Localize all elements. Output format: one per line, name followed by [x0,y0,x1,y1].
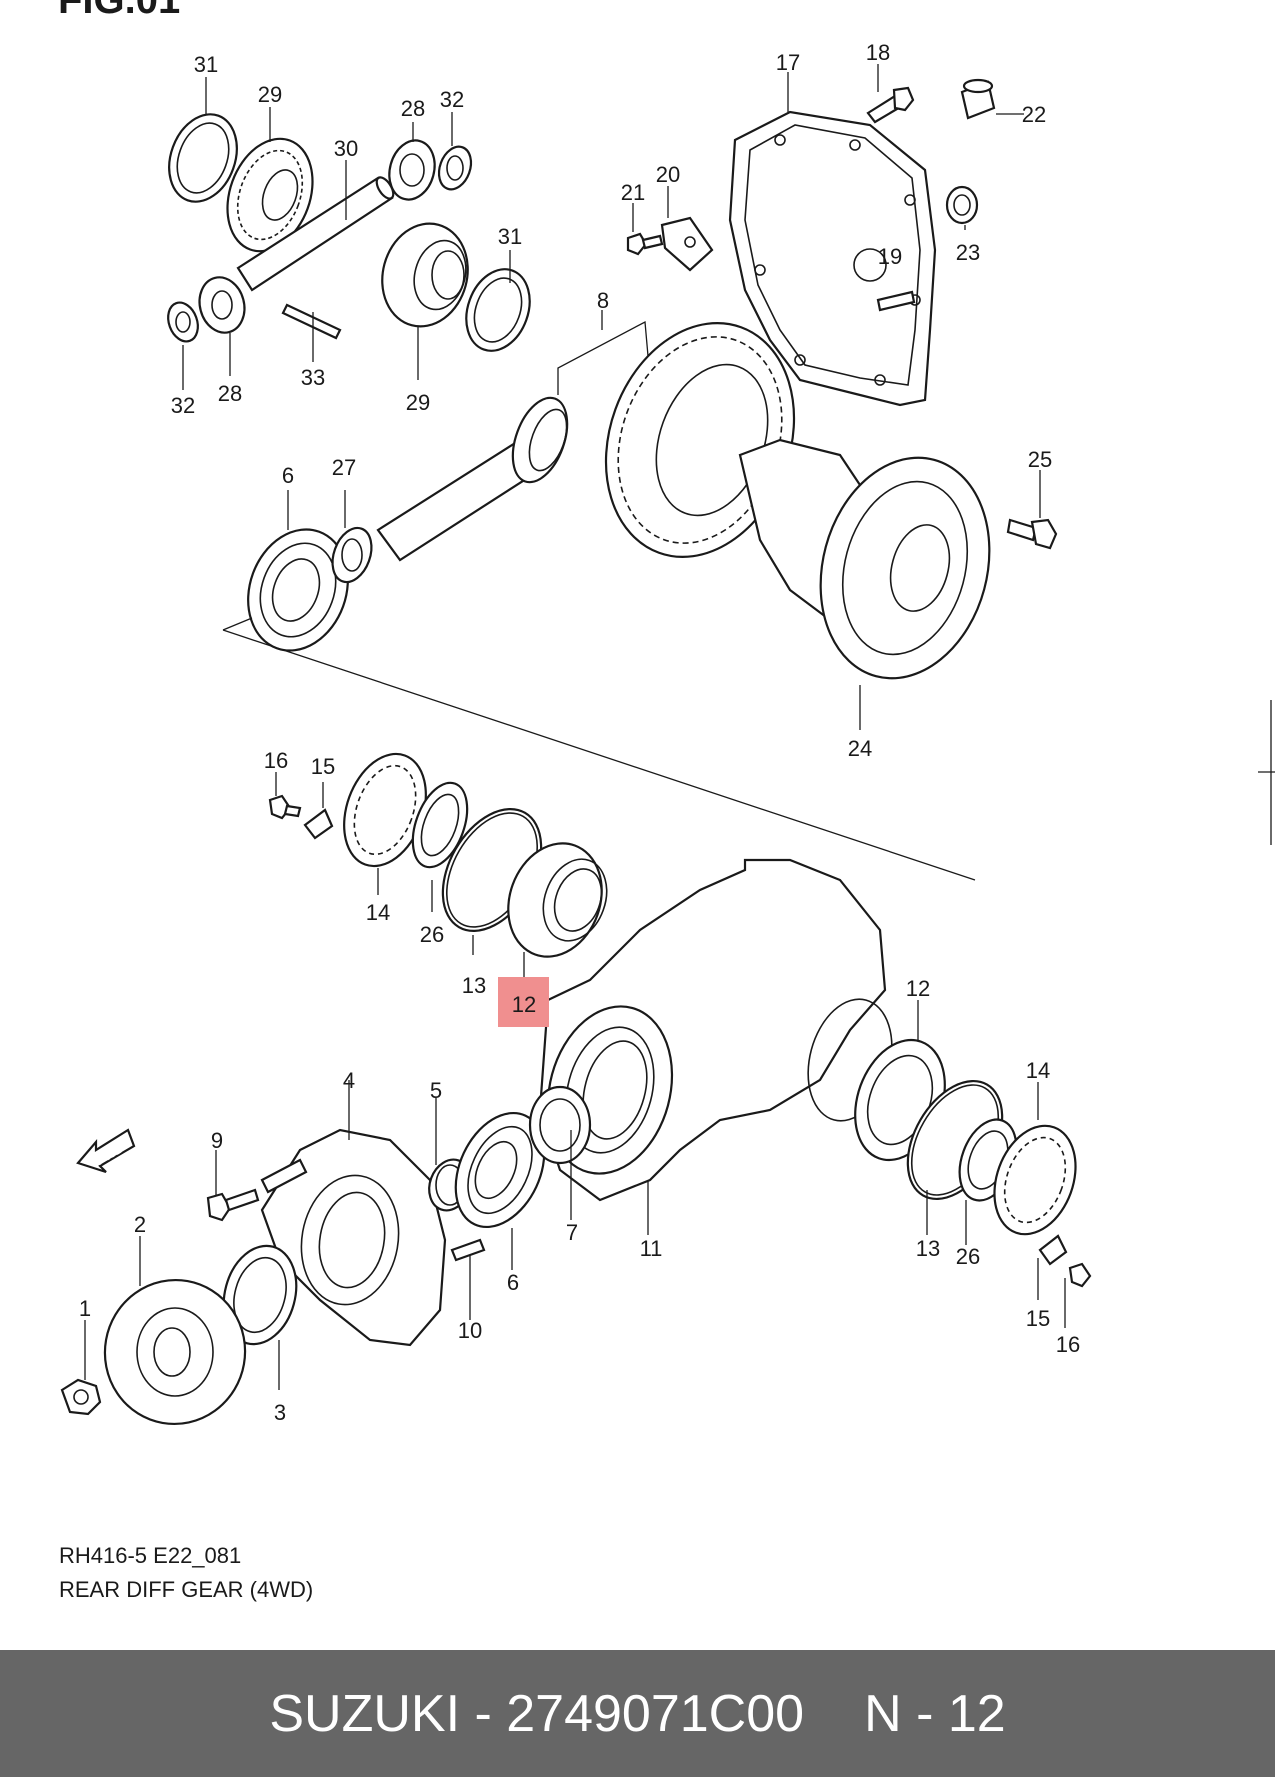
callout-9: 9 [211,1128,223,1153]
callout-15: 15 [311,754,335,779]
callout-16: 16 [264,748,288,773]
callout-3: 3 [274,1400,286,1425]
exploded-parts-diagram: FWD [60,40,1275,1426]
ring-pinion-set [247,322,796,652]
fwd-arrow-icon [76,1128,136,1174]
diagram-title: REAR DIFF GEAR (4WD) [59,1577,314,1602]
callout-15: 15 [1026,1306,1050,1331]
callout-22: 22 [1022,102,1046,127]
callout-26: 26 [420,922,444,947]
callout-33: 33 [301,365,325,390]
figure-heading: FIG.01 [58,0,181,22]
footer-bar: SUZUKI - 2749071C00 N - 12 [0,1650,1275,1777]
callout-labels: 31 29 30 28 32 31 32 28 33 29 17 18 22 2… [79,40,1080,1425]
callout-14: 14 [1026,1058,1050,1083]
callout-13: 13 [916,1236,940,1261]
diff-gear-set [167,113,531,352]
callout-16: 16 [1056,1332,1080,1357]
leader-lines [84,64,1066,1390]
right-bearing-set [854,1038,1092,1288]
callout-28: 28 [218,381,242,406]
diff-cover [626,78,996,407]
callout-27: 27 [332,455,356,480]
callout-14: 14 [366,900,390,925]
callout-21: 21 [621,180,645,205]
callout-7: 7 [566,1220,578,1245]
callout-20: 20 [656,162,680,187]
front-flange-group: FWD [60,1085,592,1426]
callout-10: 10 [458,1318,482,1343]
callout-23: 23 [956,240,980,265]
callout-5: 5 [430,1078,442,1103]
left-bearing-set [268,752,608,958]
callout-29: 29 [406,390,430,415]
callout-32: 32 [440,87,464,112]
callout-4: 4 [343,1068,355,1093]
callout-31: 31 [194,52,218,77]
callout-30: 30 [334,136,358,161]
callout-19: 19 [878,244,902,269]
diagram-code: RH416-5 E22_081 [59,1543,242,1568]
highlight-box [498,977,549,1027]
callout-8: 8 [597,288,609,313]
callout-12-highlighted: 12 [512,992,536,1017]
brand-part-number: SUZUKI - 2749071C00 [269,1684,805,1743]
callout-32: 32 [171,393,195,418]
callout-17: 17 [776,50,800,75]
callout-18: 18 [866,40,890,65]
callout-1: 1 [79,1296,91,1321]
callout-25: 25 [1028,447,1052,472]
callout-12: 12 [906,976,930,1001]
callout-11: 11 [640,1236,663,1261]
callout-31: 31 [498,224,522,249]
callout-26: 26 [956,1244,980,1269]
callout-28: 28 [401,96,425,121]
diagram-position: N - 12 [864,1684,1006,1743]
diff-case [222,438,1058,881]
callout-24: 24 [848,736,872,761]
callout-6: 6 [282,463,294,488]
callout-13: 13 [462,973,486,998]
callout-6: 6 [507,1270,519,1295]
callout-29: 29 [258,82,282,107]
callout-2: 2 [134,1212,146,1237]
